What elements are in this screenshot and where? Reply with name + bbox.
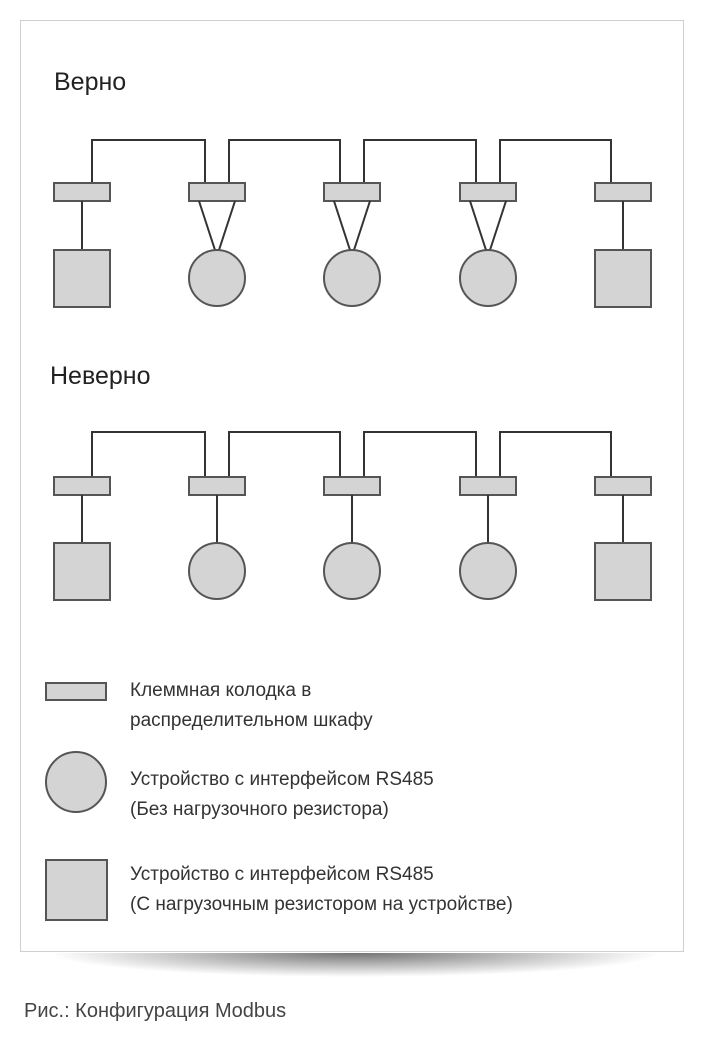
terminal-block xyxy=(188,476,246,496)
stub-wire-pair xyxy=(333,200,371,251)
bus-wire xyxy=(499,431,612,477)
legend-square-line2: (С нагрузочным резистором на устройстве) xyxy=(130,894,513,915)
figure-caption: Рис.: Конфигурация Modbus xyxy=(24,1000,287,1022)
incorrect-title: Неверно xyxy=(50,362,151,390)
bus-wire xyxy=(228,139,341,183)
terminal-block xyxy=(323,476,381,496)
bus-wire xyxy=(363,431,477,477)
device-without-resistor xyxy=(323,249,381,307)
bus-wire xyxy=(91,431,206,477)
legend-circle-icon xyxy=(45,751,107,813)
stub-wire-pair xyxy=(469,200,507,251)
legend-circle-line1: Устройство с интерфейсом RS485 xyxy=(130,769,434,790)
bus-wire xyxy=(228,431,341,477)
device-with-resistor xyxy=(594,542,652,601)
terminal-block xyxy=(459,476,517,496)
device-without-resistor xyxy=(459,249,517,307)
legend-circle-text: Устройство с интерфейсом RS485 (Без нагр… xyxy=(130,765,434,825)
stub-wire-pair xyxy=(198,200,236,251)
legend-square-icon xyxy=(45,859,108,921)
bus-wire xyxy=(363,139,477,183)
legend-block-line2: распределительном шкафу xyxy=(130,710,373,731)
device-with-resistor xyxy=(53,542,111,601)
terminal-block xyxy=(53,182,111,202)
terminal-block xyxy=(188,182,246,202)
device-without-resistor xyxy=(188,249,246,307)
device-without-resistor xyxy=(188,542,246,600)
terminal-block xyxy=(459,182,517,202)
legend-circle-line2: (Без нагрузочного резистора) xyxy=(130,799,389,820)
bus-wire xyxy=(499,139,612,183)
bus-wire xyxy=(91,139,206,183)
legend-block-text: Клеммная колодка в распределительном шка… xyxy=(130,676,373,736)
legend-block-icon xyxy=(45,682,107,701)
legend-square-text: Устройство с интерфейсом RS485 (С нагруз… xyxy=(130,860,513,920)
panel-shadow xyxy=(50,953,660,993)
correct-title: Верно xyxy=(54,68,127,96)
device-with-resistor xyxy=(53,249,111,308)
device-without-resistor xyxy=(323,542,381,600)
device-with-resistor xyxy=(594,249,652,308)
terminal-block xyxy=(53,476,111,496)
terminal-block xyxy=(594,476,652,496)
legend-square-line1: Устройство с интерфейсом RS485 xyxy=(130,864,434,885)
terminal-block xyxy=(594,182,652,202)
device-without-resistor xyxy=(459,542,517,600)
terminal-block xyxy=(323,182,381,202)
legend-block-line1: Клеммная колодка в xyxy=(130,680,312,701)
